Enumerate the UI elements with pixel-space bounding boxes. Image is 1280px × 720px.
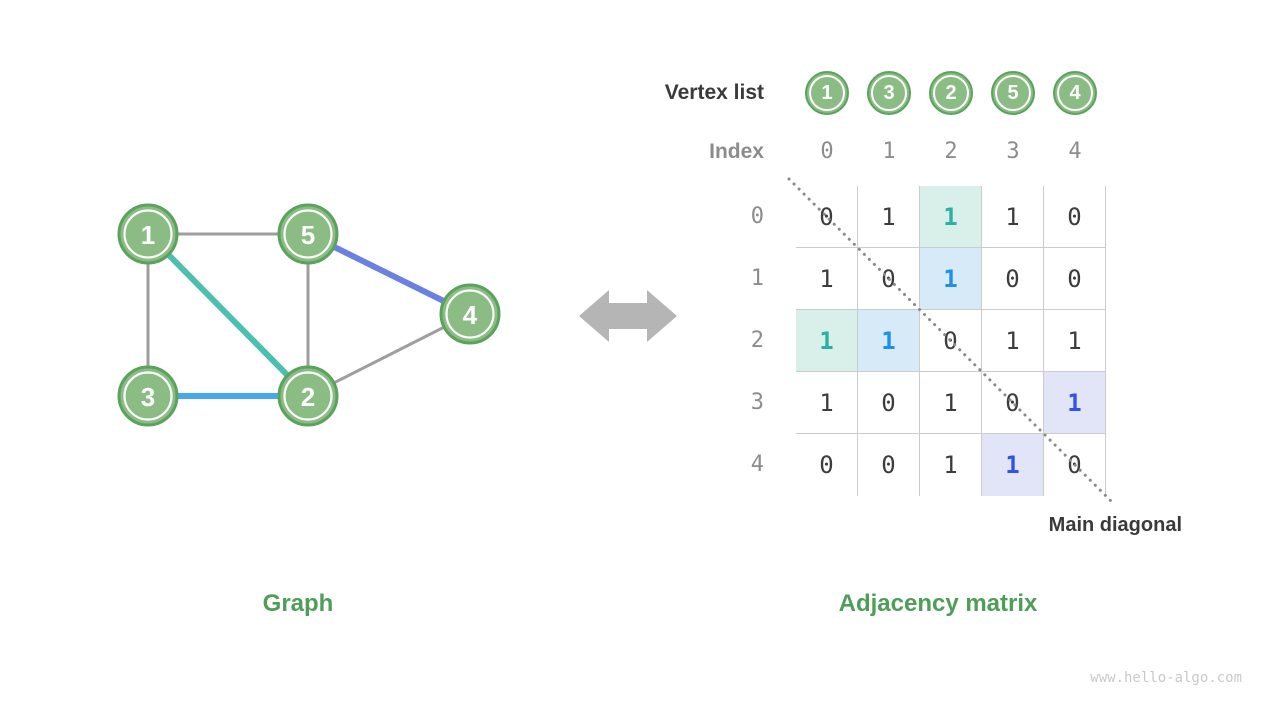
matrix-cell-1-1: 0: [858, 248, 920, 310]
graph-vertex-label: 2: [301, 382, 315, 412]
vertex-list-circle-2: 2: [929, 71, 973, 115]
watermark: www.hello-algo.com: [1090, 670, 1242, 686]
matrix-cell-2-0: 1: [796, 310, 858, 372]
graph-vertex-label: 5: [301, 220, 315, 250]
main-diagonal-label: Main diagonal: [1048, 514, 1182, 536]
matrix-row-label-0: 0: [750, 204, 764, 229]
matrix-cell-3-4: 1: [1044, 372, 1106, 434]
matrix-cell-3-3: 0: [982, 372, 1044, 434]
matrix-cell-2-1: 1: [858, 310, 920, 372]
graph-vertex-label: 3: [141, 382, 155, 412]
matrix-cell-4-1: 0: [858, 434, 920, 496]
graph-vertex-3: 3: [117, 365, 179, 427]
index-number-4: 4: [1068, 139, 1082, 164]
adjacency-matrix-title: Adjacency matrix: [838, 590, 1038, 617]
matrix-row-label-3: 3: [750, 390, 764, 415]
vertex-list-circle-label: 4: [1069, 81, 1081, 104]
matrix-cell-1-3: 0: [982, 248, 1044, 310]
matrix-cell-1-2: 1: [920, 248, 982, 310]
matrix-cell-3-0: 1: [796, 372, 858, 434]
vertex-list-circle-label: 2: [945, 81, 957, 104]
index-number-3: 3: [1006, 139, 1020, 164]
double-arrow-icon: [579, 290, 677, 342]
matrix-cell-4-3: 1: [982, 434, 1044, 496]
vertex-list-circle-3: 3: [867, 71, 911, 115]
matrix-cell-0-0: 0: [796, 186, 858, 248]
graph-vertex-label: 4: [463, 300, 478, 330]
index-label: Index: [709, 140, 764, 163]
matrix-cell-2-4: 1: [1044, 310, 1106, 372]
graph-vertex-2: 2: [277, 365, 339, 427]
graph-vertex-4: 4: [439, 283, 501, 345]
matrix-row-label-4: 4: [750, 452, 764, 477]
vertex-list-circle-label: 5: [1007, 81, 1019, 104]
graph-nodes: 1 5 4 3 2: [117, 203, 501, 427]
vertex-list-circle-5: 5: [991, 71, 1035, 115]
matrix-cell-3-1: 0: [858, 372, 920, 434]
vertex-list-label: Vertex list: [664, 81, 764, 104]
index-number-1: 1: [882, 139, 896, 164]
matrix-cell-0-3: 1: [982, 186, 1044, 248]
vertex-list-circle-label: 3: [883, 81, 895, 104]
matrix-row-label-2: 2: [750, 328, 764, 353]
index-number-0: 0: [820, 139, 834, 164]
matrix-cell-4-0: 0: [796, 434, 858, 496]
matrix-cell-0-2: 1: [920, 186, 982, 248]
matrix-cell-4-2: 1: [920, 434, 982, 496]
matrix-cell-1-0: 1: [796, 248, 858, 310]
matrix-cell-2-2: 0: [920, 310, 982, 372]
matrix-cell-3-2: 1: [920, 372, 982, 434]
matrix-cell-1-4: 0: [1044, 248, 1106, 310]
matrix-cell-4-4: 0: [1044, 434, 1106, 496]
matrix-cell-0-4: 0: [1044, 186, 1106, 248]
graph-vertex-5: 5: [277, 203, 339, 265]
vertex-list-circle-4: 4: [1053, 71, 1097, 115]
index-number-2: 2: [944, 139, 958, 164]
vertex-list-circle-label: 1: [821, 81, 833, 104]
graph-vertex-label: 1: [141, 220, 155, 250]
matrix-cell-2-3: 1: [982, 310, 1044, 372]
graph-title: Graph: [262, 590, 334, 617]
vertex-list-circle-1: 1: [805, 71, 849, 115]
matrix-row-label-1: 1: [750, 266, 764, 291]
graph-vertex-1: 1: [117, 203, 179, 265]
matrix-cell-0-1: 1: [858, 186, 920, 248]
graph-edge-1-2: [145, 231, 311, 399]
